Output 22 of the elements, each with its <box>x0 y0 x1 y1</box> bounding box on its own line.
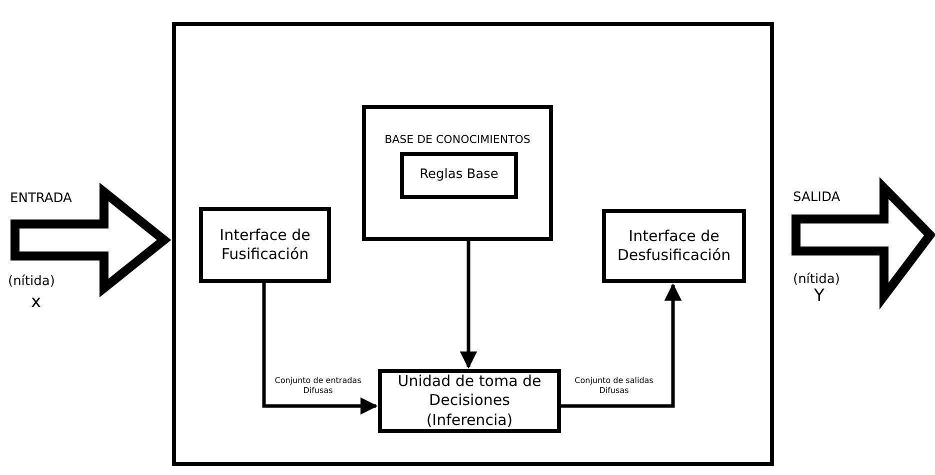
arrow <box>460 241 478 369</box>
process-box <box>378 369 561 433</box>
node-text: Unidad de toma de Decisiones (Inferencia) <box>396 372 542 430</box>
io-label: ENTRADA <box>10 191 72 206</box>
node-text: BASE DE CONOCIMIENTOS <box>384 133 530 148</box>
node-text: Interface de Desfusificación <box>616 226 732 266</box>
process-box <box>199 207 331 283</box>
node-text: Reglas Base <box>420 167 498 184</box>
group-box <box>362 105 553 241</box>
system-box <box>172 22 774 466</box>
io-label: x <box>31 292 42 312</box>
block-arrow <box>10 182 172 298</box>
io-label: (nítida) <box>793 272 840 287</box>
node-text: Interface de Fusificación <box>218 226 312 264</box>
io-label: (nítida) <box>8 274 55 289</box>
block-arrow <box>792 176 935 310</box>
arrow <box>262 283 378 415</box>
arrow <box>561 283 682 408</box>
process-box <box>400 152 518 199</box>
io-label: Y <box>814 286 824 306</box>
process-box <box>602 209 746 283</box>
io-label: SALIDA <box>793 190 840 205</box>
